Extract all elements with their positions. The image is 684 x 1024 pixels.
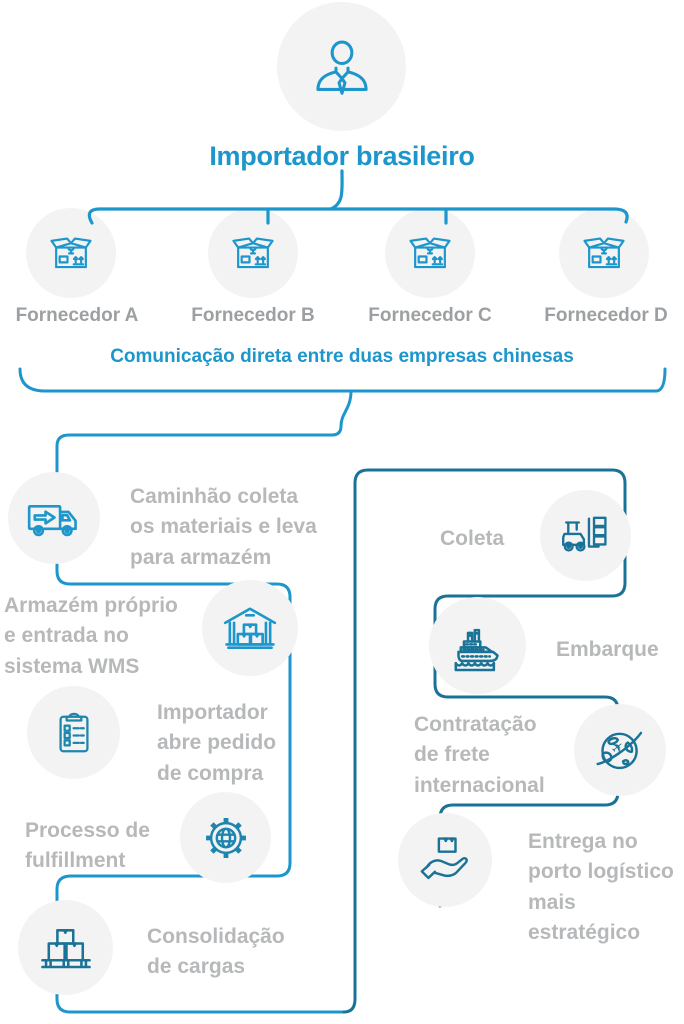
package-box-icon — [409, 237, 451, 269]
forklift-icon — [561, 516, 607, 552]
supplier-b-circle — [208, 208, 298, 298]
truck-icon — [27, 504, 77, 537]
supplier-c-circle — [385, 208, 475, 298]
truck-circle — [8, 472, 100, 564]
importer-circle — [277, 2, 406, 131]
warehouse-icon — [223, 607, 277, 649]
hand-box-circle — [398, 813, 492, 907]
step-order-label: Importador abre pedido de compra — [157, 701, 277, 785]
warehouse-circle — [202, 580, 298, 676]
gear-globe-icon — [205, 817, 246, 858]
pallet-boxes-icon — [40, 928, 91, 968]
step-coleta-label: Coleta — [440, 527, 505, 550]
supplier-b-label: Fornecedor B — [191, 305, 315, 326]
step-warehouse-label: Armazém próprio e entrada no sistema WMS — [4, 594, 178, 678]
supplier-d-circle — [559, 208, 649, 298]
step-fulfillment-label: Processo de fulfillment — [25, 819, 150, 873]
gear-circle — [180, 792, 271, 883]
package-box-icon — [50, 237, 92, 269]
supplier-c-label: Fornecedor C — [368, 305, 492, 326]
suppliers-tree-line — [87, 207, 629, 225]
ship-circle — [429, 597, 526, 694]
title-stub-line — [329, 169, 344, 211]
package-box-icon — [583, 237, 625, 269]
bracket-to-left-flow-line — [55, 389, 353, 476]
hand-box-icon — [420, 837, 468, 880]
businessman-icon — [315, 40, 368, 95]
step-frete-label: Contratação de frete internacional — [414, 713, 545, 797]
suppliers-note: Comunicação direta entre duas empresas c… — [110, 346, 574, 367]
globe-plane-icon: ✈ — [596, 731, 643, 770]
cargo-ship-icon — [454, 628, 499, 671]
pallet-circle — [18, 900, 113, 995]
suppliers-bracket-line — [18, 367, 667, 393]
step-embarque-label: Embarque — [556, 638, 659, 661]
clipboard-checklist-icon — [58, 712, 89, 752]
globe-plane-circle: ✈ — [574, 704, 666, 796]
forklift-circle — [540, 490, 631, 581]
supplier-d-label: Fornecedor D — [544, 305, 668, 326]
page-title: Importador brasileiro — [209, 141, 475, 171]
supplier-a-label: Fornecedor A — [15, 305, 139, 326]
package-box-icon — [232, 237, 274, 269]
step-truck-label: Caminhão coleta os materiais e leva para… — [130, 485, 317, 569]
step-consolidation-label: Consolidação de cargas — [147, 925, 285, 979]
supplier-a-circle — [26, 208, 116, 298]
step-entrega-label: Entrega no porto logístico mais estratég… — [528, 830, 674, 945]
clipboard-circle — [27, 686, 120, 779]
